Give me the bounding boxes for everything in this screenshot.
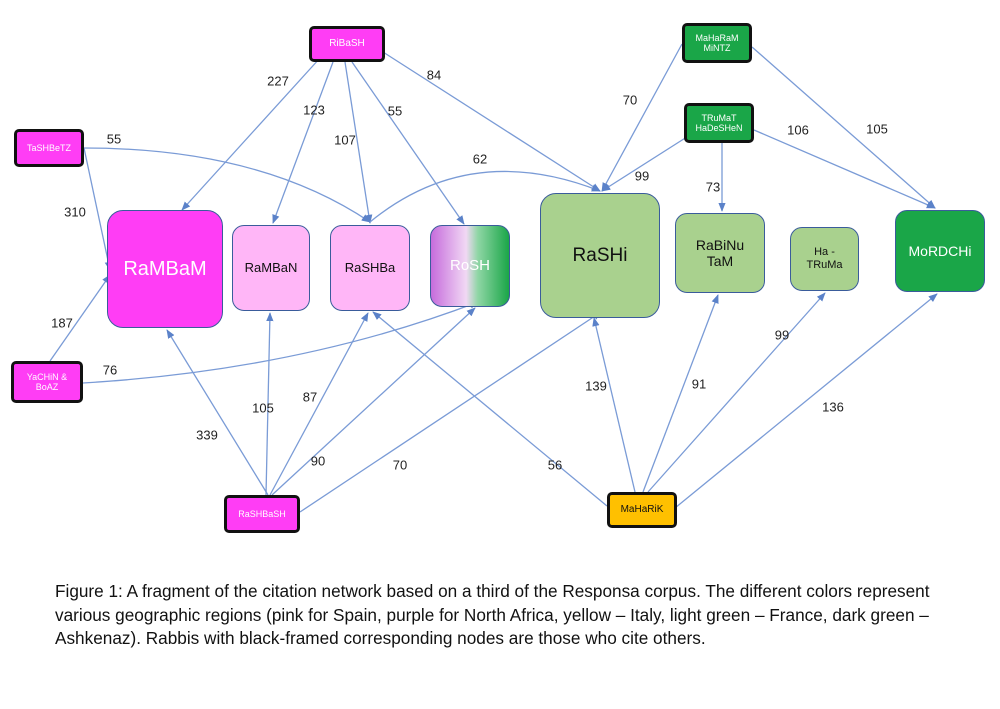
node-rambam[interactable]: RaMBaM <box>107 210 223 328</box>
edge-ribash-to-rambam <box>181 57 321 211</box>
node-label: RaSHBaSH <box>238 508 286 519</box>
edge-yachin-to-rosh <box>82 301 479 384</box>
node-ramban[interactable]: RaMBaN <box>232 225 310 311</box>
edge-label: 105 <box>252 400 274 416</box>
edge-rashbash-to-rashba <box>269 312 369 496</box>
edge-maharam-to-mordchi <box>751 46 936 209</box>
edge-layer <box>49 43 938 513</box>
edge-label: 187 <box>51 315 73 331</box>
edge-label: 55 <box>106 131 122 147</box>
edge-label: 87 <box>302 389 318 405</box>
edge-rashbash-to-rashi <box>299 311 602 513</box>
edge-maharik-to-rabinu <box>642 294 719 493</box>
node-label: YaCHiN & BoAZ <box>26 371 68 392</box>
edge-label: 227 <box>267 73 289 89</box>
node-rashba[interactable]: RaSHBa <box>330 225 410 311</box>
edge-label: 76 <box>102 362 118 378</box>
node-maharam-mintz[interactable]: MaHaRaM MiNTZ <box>682 23 752 63</box>
node-ha-truma[interactable]: Ha - TRuMa <box>790 227 859 291</box>
edge-label: 310 <box>64 204 86 220</box>
node-label: RaSHi <box>572 244 628 266</box>
edge-label: 90 <box>310 453 326 469</box>
edge-truma-to-rashi <box>601 134 691 192</box>
node-trumat-hadeshen[interactable]: TRuMaT HaDeSHeN <box>684 103 754 143</box>
edge-label: 106 <box>787 122 809 138</box>
edge-label: 123 <box>303 102 325 118</box>
edge-label: 105 <box>866 121 888 137</box>
edge-lines <box>49 43 938 513</box>
edge-tashbetz-to-rambam <box>83 147 112 271</box>
edge-label: 70 <box>392 457 408 473</box>
citation-network-diagram: RiBaSH TaSHBeTZ YaCHiN & BoAZ RaSHBaSH R… <box>11 23 985 533</box>
edge-ribash-to-rosh <box>351 61 465 225</box>
edge-rashbash-to-rambam <box>166 329 269 496</box>
edge-label: 55 <box>387 103 403 119</box>
edge-maharik-to-rashba <box>372 311 608 507</box>
edge-yachin-to-rambam <box>49 274 111 362</box>
node-rashi[interactable]: RaSHi <box>540 193 660 318</box>
edge-label: 136 <box>822 399 844 415</box>
edge-label: 339 <box>196 427 218 443</box>
node-label: RaMBaM <box>123 257 207 280</box>
figure-caption: Figure 1: A fragment of the citation net… <box>55 581 930 648</box>
node-label: RaMBaN <box>244 259 298 275</box>
node-ribash[interactable]: RiBaSH <box>309 26 385 62</box>
node-rosh[interactable]: RoSH <box>430 225 510 307</box>
edge-label: 107 <box>334 132 356 148</box>
edge-rashba-to-rashi <box>369 170 601 223</box>
node-yachin[interactable]: YaCHiN & BoAZ <box>11 361 83 403</box>
edge-ribash-to-rashba <box>344 61 373 224</box>
edge-rashbash-to-rambaN <box>265 312 274 496</box>
node-label: RaSHBa <box>344 259 396 275</box>
edge-label: 84 <box>426 67 442 83</box>
node-label: RiBaSH <box>329 38 365 50</box>
edge-label: 62 <box>472 151 488 167</box>
node-rashbash[interactable]: RaSHBaSH <box>224 495 300 533</box>
edge-tashbetz-to-rashba <box>83 147 371 223</box>
node-label: RoSH <box>449 257 490 275</box>
edge-label: 70 <box>622 92 638 108</box>
node-label: TaSHBeTZ <box>26 142 71 153</box>
node-tashbetz[interactable]: TaSHBeTZ <box>14 129 84 167</box>
edge-ribash-to-rambaN <box>272 61 334 224</box>
edge-label: 139 <box>585 378 607 394</box>
node-mordchi[interactable]: MoRDCHi <box>895 210 985 292</box>
edge-rashbash-to-rosh <box>271 307 476 496</box>
node-label: MoRDCHi <box>908 242 972 259</box>
edge-label: 73 <box>705 179 721 195</box>
node-label: MaHaRiK <box>620 504 664 516</box>
edge-truma-to-mordchi <box>753 129 936 209</box>
node-maharik[interactable]: MaHaRiK <box>607 492 677 528</box>
node-rabinu-tam[interactable]: RaBiNu TaM <box>675 213 765 293</box>
edge-maharik-to-haTruma <box>647 292 826 493</box>
node-label: TRuMaT HaDeSHeN <box>695 112 743 133</box>
edge-label: 99 <box>634 168 650 184</box>
edge-label: 56 <box>547 457 563 473</box>
node-label: RaBiNu TaM <box>695 236 745 269</box>
edge-ribash-to-rashi <box>382 51 601 192</box>
edge-maharik-to-rashi <box>592 317 636 493</box>
node-label: MaHaRaM MiNTZ <box>695 32 739 53</box>
edge-maharik-to-mordchi <box>674 293 938 509</box>
edge-label: 91 <box>691 376 707 392</box>
edge-maharam-to-rashi <box>601 43 683 192</box>
edge-label: 99 <box>774 327 790 343</box>
node-label: Ha - TRuMa <box>806 246 843 271</box>
